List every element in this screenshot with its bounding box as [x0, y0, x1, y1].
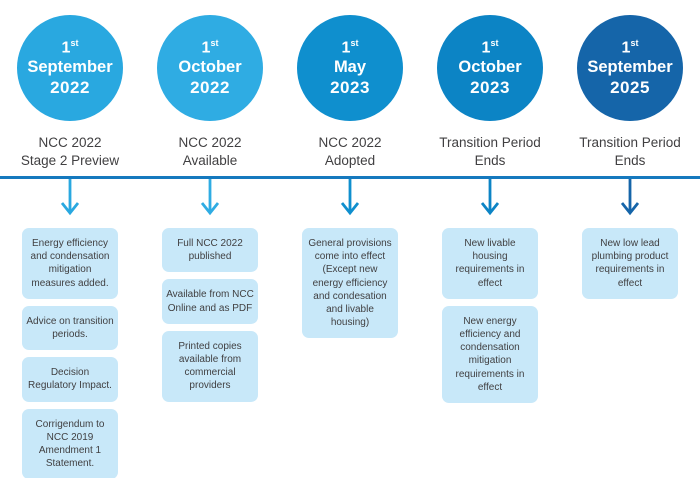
- milestone-circle-4: 1st October 2023: [437, 15, 543, 121]
- milestone-day: 1st: [481, 37, 499, 56]
- milestone-label: NCC 2022 Available: [140, 134, 280, 170]
- info-box-stack-3: General provisions come into effect (Exc…: [302, 228, 398, 339]
- milestone-month: October: [458, 58, 522, 77]
- milestone-day: 1st: [341, 37, 359, 56]
- milestone-label-line1: NCC 2022: [178, 135, 242, 150]
- timeline-column-2: 1st October 2022 NCC 2022 Available: [140, 0, 280, 170]
- down-arrow-icon: [620, 179, 640, 216]
- milestone-label-line2: Ends: [614, 152, 646, 168]
- milestone-label-line1: Transition Period: [579, 135, 681, 150]
- info-box: New livable housing requirements in effe…: [442, 228, 538, 299]
- milestone-year: 2022: [190, 77, 230, 97]
- milestone-label-line1: NCC 2022: [318, 135, 382, 150]
- info-box: Corrigendum to NCC 2019 Amendment 1 Stat…: [22, 408, 118, 478]
- info-box: Energy efficiency and condensation mitig…: [22, 228, 118, 299]
- milestone-year: 2022: [50, 77, 90, 97]
- info-box: General provisions come into effect (Exc…: [302, 228, 398, 339]
- milestone-circle-5: 1st September 2025: [577, 15, 683, 121]
- down-arrow-icon: [480, 179, 500, 216]
- timeline-column-5: 1st September 2025 Transition Period End…: [560, 0, 700, 170]
- info-box-stack-2: Full NCC 2022 published Available from N…: [162, 228, 258, 402]
- milestone-month: September: [27, 58, 113, 77]
- milestone-year: 2023: [330, 77, 370, 97]
- milestone-circle-3: 1st May 2023: [297, 15, 403, 121]
- milestone-day: 1st: [61, 37, 79, 56]
- milestone-day: 1st: [201, 37, 219, 56]
- milestone-year: 2025: [610, 77, 650, 97]
- milestone-month: May: [333, 58, 367, 77]
- milestone-label-line2: Ends: [474, 152, 506, 168]
- milestone-label: Transition Period Ends: [420, 134, 560, 170]
- milestone-circle-2: 1st October 2022: [157, 15, 263, 121]
- info-box: New energy efficiency and condensation m…: [442, 305, 538, 403]
- milestone-month: October: [178, 58, 242, 77]
- down-arrow-icon: [60, 179, 80, 216]
- info-box: New low lead plumbing product requiremen…: [582, 228, 678, 299]
- info-box: Decision Regulatory Impact.: [22, 357, 118, 402]
- milestone-label: Transition Period Ends: [560, 134, 700, 170]
- timeline-column-4: 1st October 2023 Transition Period Ends: [420, 0, 560, 170]
- milestone-label-line1: NCC 2022: [38, 135, 102, 150]
- milestone-month: September: [587, 58, 673, 77]
- info-box-stack-1: Energy efficiency and condensation mitig…: [22, 228, 118, 478]
- milestone-year: 2023: [470, 77, 510, 97]
- timeline-column-1: 1st September 2022 NCC 2022 Stage 2 Prev…: [0, 0, 140, 170]
- milestone-circle-1: 1st September 2022: [17, 15, 123, 121]
- info-box: Printed copies available from commercial…: [162, 330, 258, 402]
- down-arrow-icon: [340, 179, 360, 216]
- milestone-label-line1: Transition Period: [439, 135, 541, 150]
- milestone-label: NCC 2022 Adopted: [280, 134, 420, 170]
- info-box-stack-5: New low lead plumbing product requiremen…: [582, 228, 678, 299]
- info-box: Full NCC 2022 published: [162, 228, 258, 273]
- info-box: Advice on transition periods.: [22, 305, 118, 351]
- info-box-stack-4: New livable housing requirements in effe…: [442, 228, 538, 403]
- milestone-day: 1st: [621, 37, 639, 56]
- timeline-axis-line: [0, 176, 700, 179]
- milestone-label-line2: Available: [182, 152, 238, 168]
- milestone-label-line2: Adopted: [324, 152, 376, 168]
- info-box: Available from NCC Online and as PDF: [162, 279, 258, 324]
- milestone-label-line2: Stage 2 Preview: [20, 152, 120, 168]
- timeline-column-3: 1st May 2023 NCC 2022 Adopted: [280, 0, 420, 170]
- milestone-label: NCC 2022 Stage 2 Preview: [0, 134, 140, 170]
- down-arrow-icon: [200, 179, 220, 216]
